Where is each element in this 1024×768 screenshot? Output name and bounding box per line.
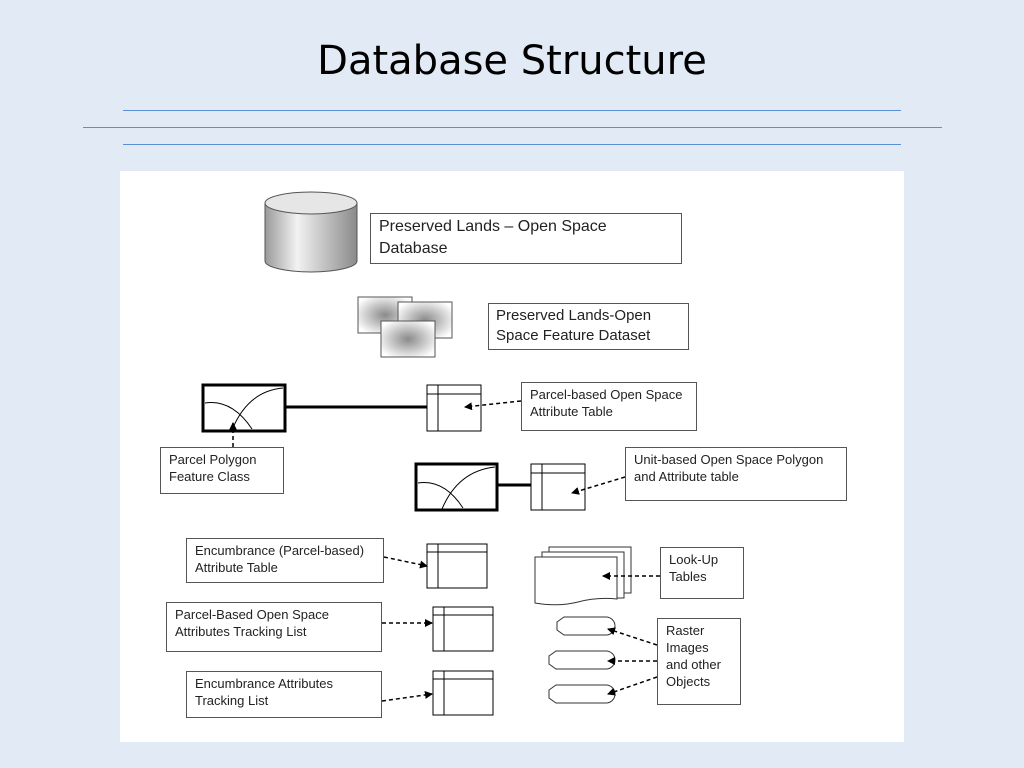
label-raster-objects: Raster Images and other Objects <box>657 618 741 705</box>
divider-middle <box>83 127 942 128</box>
arrow-parcel-attr <box>464 400 522 411</box>
unit-attribute-table-icon <box>530 463 586 511</box>
arrow-unit-based <box>571 476 626 495</box>
label-parcel-tracking: Parcel-Based Open Space Attributes Track… <box>166 602 382 652</box>
label-parcel-attribute-table: Parcel-based Open Space Attribute Table <box>521 382 697 431</box>
lookup-tables-icon <box>534 546 632 606</box>
database-diagram: Preserved Lands – Open Space Database Pr… <box>120 171 904 742</box>
diagram-graphics <box>201 191 660 716</box>
encumbrance-tracking-table-icon <box>432 670 494 716</box>
label-lookup-tables: Look-Up Tables <box>660 547 744 599</box>
arrow-encumbrance-tracking <box>381 691 433 702</box>
arrow-raster-3 <box>607 676 658 696</box>
divider-bottom <box>123 144 901 145</box>
encumbrance-table-icon <box>426 543 488 589</box>
arrow-encumbrance <box>383 556 428 569</box>
database-cylinder-icon <box>264 191 358 273</box>
label-unit-based: Unit-based Open Space Polygon and Attrib… <box>625 447 847 501</box>
unit-polygon-icon <box>414 462 499 512</box>
raster-objects-icon <box>548 616 616 704</box>
parcel-attribute-table-icon <box>426 384 482 432</box>
label-parcel-polygon: Parcel Polygon Feature Class <box>160 447 284 494</box>
label-encumbrance-tracking: Encumbrance Attributes Tracking List <box>186 671 382 718</box>
label-encumbrance-parcel: Encumbrance (Parcel-based) Attribute Tab… <box>186 538 384 583</box>
label-feature-dataset: Preserved Lands-Open Space Feature Datas… <box>488 303 689 350</box>
arrow-raster-1 <box>607 627 658 646</box>
page-title: Database Structure <box>317 38 707 84</box>
label-database: Preserved Lands – Open Space Database <box>370 213 682 264</box>
parcel-tracking-table-icon <box>432 606 494 652</box>
feature-dataset-icon <box>357 296 453 358</box>
divider-top <box>123 110 901 111</box>
parcel-polygon-icon <box>201 383 287 433</box>
